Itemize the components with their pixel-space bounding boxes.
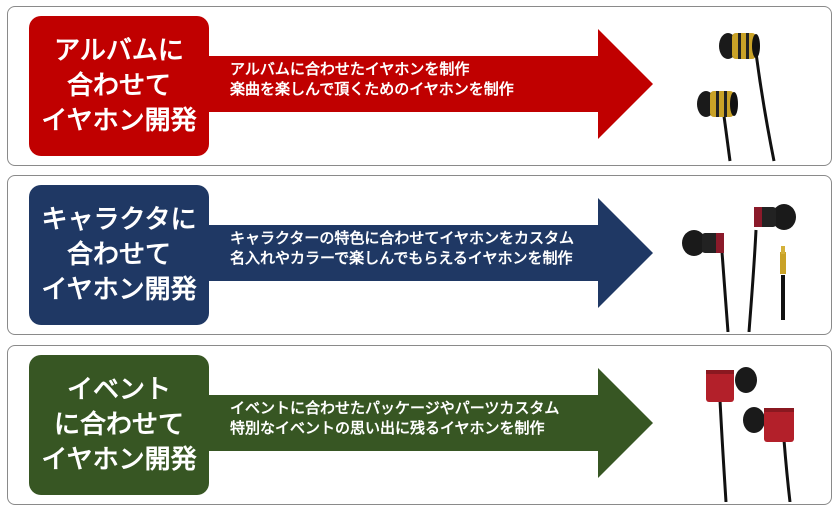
label-line: 合わせて bbox=[66, 239, 171, 270]
label-line: イベント bbox=[66, 374, 171, 405]
desc-line: キャラクターの特色に合わせてイヤホンをカスタム bbox=[230, 229, 574, 247]
event-description: イベントに合わせたパッケージやパーツカスタム 特別なイベントの思い出に残るイヤホ… bbox=[230, 398, 630, 438]
character-row: キャラクタに 合わせて イヤホン開発 キャラクターの特色に合わせてイヤホンをカス… bbox=[7, 175, 832, 335]
label-line: イヤホン開発 bbox=[41, 444, 197, 475]
event-row: イベント に合わせて イヤホン開発 イベントに合わせたパッケージやパーツカスタム… bbox=[7, 345, 832, 505]
label-line: 合わせて bbox=[66, 70, 171, 101]
right-arrow-shape bbox=[198, 368, 653, 478]
black-red-earphones-image bbox=[682, 204, 796, 332]
album-row: アルバムに 合わせて イヤホン開発 アルバムに合わせたイヤホンを制作 楽曲を楽し… bbox=[7, 6, 832, 166]
label-line: イヤホン開発 bbox=[41, 274, 197, 305]
label-line: に合わせて bbox=[53, 409, 184, 440]
album-description: アルバムに合わせたイヤホンを制作 楽曲を楽しんで頂くためのイヤホンを制作 bbox=[230, 59, 630, 99]
right-arrow-shape bbox=[198, 198, 653, 308]
desc-line: イベントに合わせたパッケージやパーツカスタム bbox=[230, 399, 560, 417]
desc-line: アルバムに合わせたイヤホンを制作 bbox=[230, 60, 470, 78]
desc-line: 特別なイベントの思い出に残るイヤホンを制作 bbox=[230, 419, 545, 437]
label-line: キャラクタに bbox=[41, 204, 197, 235]
event-label-box: イベント に合わせて イヤホン開発 bbox=[29, 355, 209, 495]
desc-line: 楽曲を楽しんで頂くためのイヤホンを制作 bbox=[230, 80, 514, 98]
red-earphones-image bbox=[706, 367, 794, 502]
gold-earphones-image bbox=[697, 33, 776, 162]
right-arrow-shape bbox=[198, 29, 653, 139]
album-label-box: アルバムに 合わせて イヤホン開発 bbox=[29, 16, 209, 156]
character-description: キャラクターの特色に合わせてイヤホンをカスタム 名入れやカラーで楽しんでもらえる… bbox=[230, 228, 630, 268]
desc-line: 名入れやカラーで楽しんでもらえるイヤホンを制作 bbox=[230, 249, 573, 267]
character-label-box: キャラクタに 合わせて イヤホン開発 bbox=[29, 185, 209, 325]
label-line: イヤホン開発 bbox=[41, 105, 197, 136]
label-line: アルバムに bbox=[54, 35, 184, 66]
